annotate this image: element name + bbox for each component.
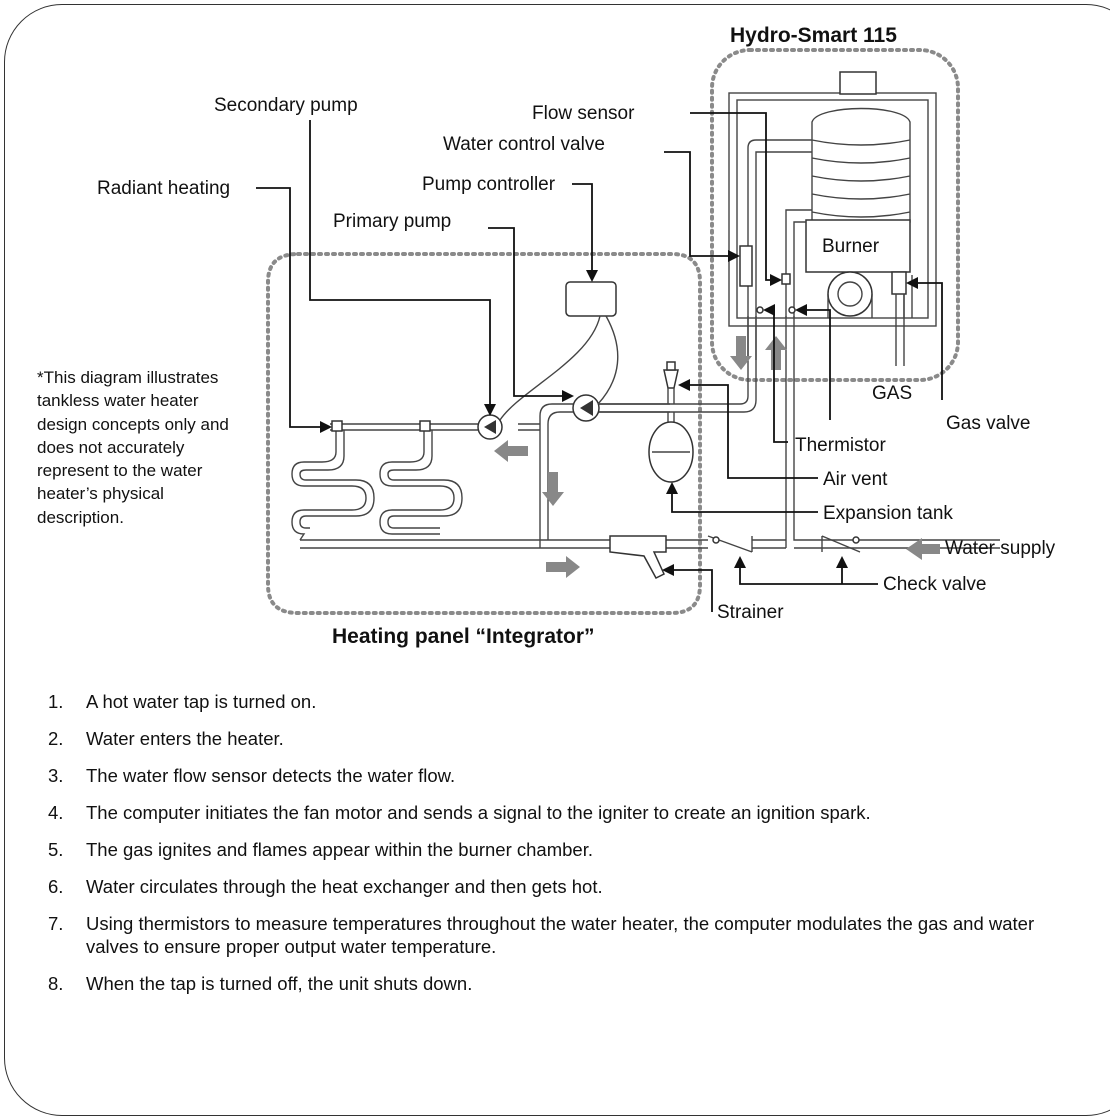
heater-internal-piping xyxy=(747,139,913,360)
burner-label: Burner xyxy=(822,236,880,257)
check-valve-right xyxy=(821,535,861,553)
lead-radiant-heating xyxy=(256,187,332,433)
step-text: The water flow sensor detects the water … xyxy=(86,765,456,786)
step-number: 6. xyxy=(48,876,64,897)
hot-outlet-pipe xyxy=(539,316,757,548)
blower-fan xyxy=(827,271,873,318)
step-number: 2. xyxy=(48,728,64,749)
cold-supply-pipe xyxy=(785,316,1000,549)
flow-arrow-up-right xyxy=(765,336,787,370)
label-gas-valve: Gas valve xyxy=(946,413,1030,434)
thermistor-sensor-a xyxy=(756,306,764,314)
label-air-vent: Air vent xyxy=(823,469,888,490)
heater-cabinet-inner xyxy=(736,99,929,319)
gas-valve-body xyxy=(891,271,907,295)
diagram-disclaimer: *This diagram illustrates tankless water… xyxy=(37,368,229,527)
supply-header xyxy=(330,403,670,431)
step-text: Using thermistors to measure temperature… xyxy=(86,913,1035,957)
lead-expansion-tank xyxy=(666,482,818,513)
title-hydro-smart: Hydro-Smart 115 xyxy=(730,24,897,47)
step-text: When the tap is turned off, the unit shu… xyxy=(86,973,473,994)
air-vent xyxy=(663,361,679,404)
lead-thermistor-b xyxy=(795,304,831,420)
lead-secondary-pump xyxy=(309,120,496,416)
step-text: The gas ignites and flames appear within… xyxy=(86,839,593,860)
label-flow-sensor: Flow sensor xyxy=(532,103,635,124)
flow-arrow-left-panel xyxy=(494,440,528,462)
secondary-pump xyxy=(477,414,503,440)
radiant-heating-loops xyxy=(291,420,463,541)
lead-flow-sensor xyxy=(690,112,782,286)
gas-pipe xyxy=(895,294,905,366)
pump-controller-box xyxy=(565,281,617,317)
lead-strainer xyxy=(662,564,713,612)
step-item: 2. Water enters the heater. xyxy=(48,727,1078,750)
step-item: 4. The computer initiates the fan motor a… xyxy=(48,801,1078,824)
label-gas: GAS xyxy=(872,383,912,404)
step-text: A hot water tap is turned on. xyxy=(86,691,317,712)
step-item: 5. The gas ignites and flames appear with… xyxy=(48,838,1078,861)
strainer xyxy=(609,535,667,579)
step-item: 3. The water flow sensor detects the wate… xyxy=(48,764,1078,787)
step-number: 7. xyxy=(48,913,64,934)
heat-exchanger xyxy=(811,107,911,223)
label-pump-controller: Pump controller xyxy=(422,174,556,195)
step-number: 3. xyxy=(48,765,64,786)
step-text: The computer initiates the fan motor and… xyxy=(86,802,871,823)
step-item: 7. Using thermistors to measure temperatu… xyxy=(48,912,1078,958)
lead-primary-pump xyxy=(488,227,574,402)
lead-water-control-valve xyxy=(664,151,740,262)
flow-arrow-down-panel xyxy=(542,472,564,506)
flow-arrow-right-panel xyxy=(546,556,580,578)
title-integrator: Heating panel “Integrator” xyxy=(332,625,595,648)
step-item: 6. Water circulates through the heat exch… xyxy=(48,875,1078,898)
step-number: 8. xyxy=(48,973,64,994)
step-item: 1. A hot water tap is turned on. xyxy=(48,690,1078,713)
step-text: Water circulates through the heat exchan… xyxy=(86,876,603,897)
step-item: 8. When the tap is turned off, the unit s… xyxy=(48,972,1078,995)
step-number: 5. xyxy=(48,839,64,860)
lead-gas-valve xyxy=(906,277,943,400)
check-valve-left xyxy=(707,535,753,553)
flue-collar xyxy=(839,71,877,95)
label-water-control-valve: Water control valve xyxy=(443,134,605,155)
integrator-boundary xyxy=(266,252,702,615)
primary-pump xyxy=(572,394,600,422)
step-number: 4. xyxy=(48,802,64,823)
label-primary-pump: Primary pump xyxy=(333,211,451,232)
lead-thermistor xyxy=(763,304,788,443)
label-water-supply: Water supply xyxy=(945,538,1056,559)
flow-arrow-down-left xyxy=(730,336,752,370)
expansion-tank xyxy=(648,412,694,483)
lead-air-vent xyxy=(678,379,818,479)
pump-controller-wiring xyxy=(499,315,619,421)
hydro-smart-boundary xyxy=(710,48,960,382)
burner-box xyxy=(805,219,911,273)
water-control-valve-body xyxy=(739,245,753,287)
lead-pump-controller xyxy=(572,183,598,282)
heater-cabinet xyxy=(728,92,937,327)
thermistor-sensor-b xyxy=(788,306,796,314)
operation-steps: 1. A hot water tap is turned on. 2. Water … xyxy=(48,690,1078,1009)
step-number: 1. xyxy=(48,691,64,712)
label-check-valve: Check valve xyxy=(883,574,987,595)
label-expansion-tank: Expansion tank xyxy=(823,503,953,524)
lead-check-valve xyxy=(734,556,878,585)
flow-sensor-body xyxy=(781,273,791,285)
label-secondary-pump: Secondary pump xyxy=(214,95,358,116)
return-line xyxy=(300,539,786,549)
flow-arrow-water-supply xyxy=(906,538,940,560)
label-radiant-heating: Radiant heating xyxy=(97,178,230,199)
label-strainer: Strainer xyxy=(717,602,784,623)
system-diagram: Burner xyxy=(97,24,1056,648)
step-text: Water enters the heater. xyxy=(86,728,284,749)
label-thermistor: Thermistor xyxy=(795,435,886,456)
